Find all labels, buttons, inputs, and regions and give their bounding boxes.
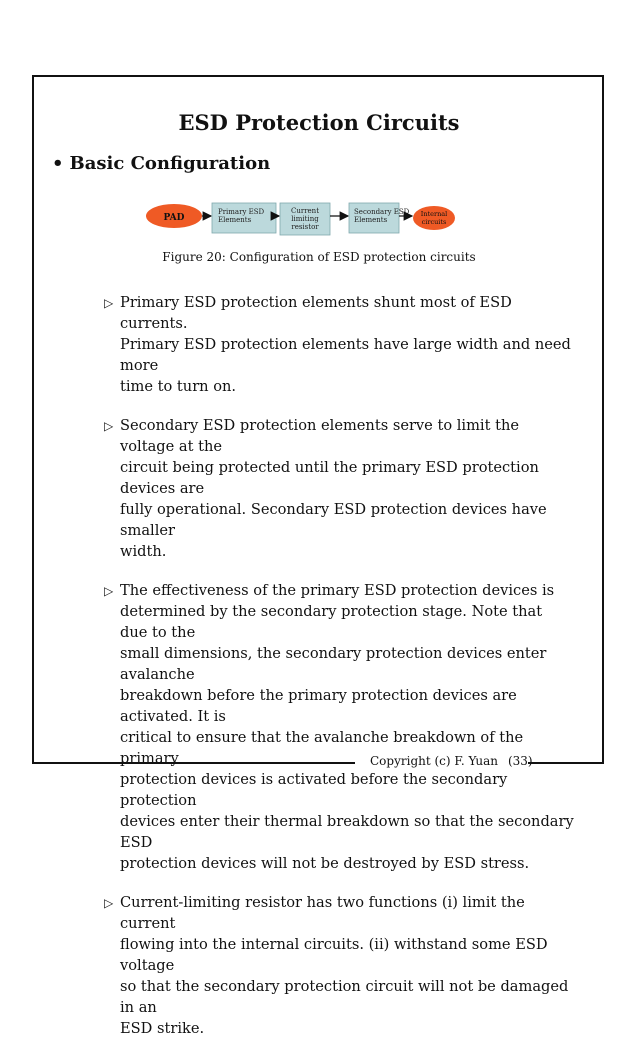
page-frame: [32, 75, 604, 763]
page-title: ESD Protection Circuits: [178, 110, 460, 135]
figure-caption: Figure 20: Configuration of ESD protecti…: [162, 250, 476, 264]
item-line: so that the secondary protection circuit…: [120, 978, 569, 1016]
triangle-bullet-icon: ▷: [104, 419, 114, 433]
list-item: ▷ Primary ESD protection elements shunt …: [104, 292, 574, 397]
svg-text:Elements: Elements: [218, 216, 252, 224]
esd-configuration-diagram: PAD Primary ESD Elements Current limitin…: [0, 200, 638, 240]
internal-circuits-node: [413, 206, 455, 230]
resistor-label-line-1: Current: [291, 207, 319, 215]
item-line: Primary ESD protection elements have lar…: [120, 336, 571, 374]
internal-label-line-1: Internal: [421, 210, 447, 218]
primary-label-line-1: Primary ESD: [218, 208, 265, 216]
footer: Copyright (c) F. Yuan (33): [370, 754, 533, 768]
item-line: protection devices is activated before t…: [120, 771, 508, 809]
pad-node: [146, 204, 202, 228]
item-line: width.: [120, 543, 167, 560]
copyright-text: Copyright (c) F. Yuan: [370, 754, 498, 768]
list-item: ▷ Secondary ESD protection elements serv…: [104, 415, 574, 562]
item-line: breakdown before the primary protection …: [120, 687, 517, 725]
footer-rule-right: [528, 762, 604, 764]
section-bullet: •: [52, 153, 64, 174]
item-line: Primary ESD protection elements shunt mo…: [120, 294, 512, 332]
item-line: determined by the secondary protection s…: [120, 603, 543, 641]
triangle-bullet-icon: ▷: [104, 896, 114, 910]
list-item: ▷ The effectiveness of the primary ESD p…: [104, 580, 574, 874]
secondary-label-line-2: Elements: [354, 216, 388, 224]
footer-rule-left: [32, 762, 355, 764]
item-line: fully operational. Secondary ESD protect…: [120, 501, 547, 539]
resistor-label-line-2: limiting: [291, 215, 319, 223]
secondary-esd-node: [348, 202, 400, 234]
pad-label: PAD: [164, 213, 185, 223]
item-line: The effectiveness of the primary ESD pro…: [120, 582, 555, 599]
item-line: protection devices will not be destroyed…: [120, 855, 530, 872]
svg-text:Primary ESD: Primary ESD: [218, 208, 265, 216]
page-number: (33): [507, 754, 533, 768]
item-line: time to turn on.: [120, 378, 237, 395]
item-line: small dimensions, the secondary protecti…: [120, 645, 547, 683]
diagram-svg: PAD Primary ESD Elements Current limitin…: [146, 202, 455, 236]
primary-label-line-2: Elements: [218, 216, 252, 224]
primary-esd-node: [211, 202, 277, 234]
item-line: circuit being protected until the primar…: [120, 459, 539, 497]
list-item: ▷ Current-limiting resistor has two func…: [104, 892, 574, 1039]
item-line: Secondary ESD protection elements serve …: [120, 417, 519, 455]
internal-label-line-2: circuits: [422, 218, 447, 226]
item-line: ESD strike.: [120, 1020, 205, 1037]
section-heading-text: Basic Configuration: [69, 153, 271, 174]
secondary-label-line-1: Secondary ESD: [354, 208, 410, 216]
item-line: devices enter their thermal breakdown so…: [120, 813, 574, 851]
item-line: flowing into the internal circuits. (ii)…: [120, 936, 548, 974]
section-heading: •Basic Configuration: [52, 153, 270, 174]
current-limiting-resistor-node: [279, 202, 331, 236]
bullet-list: ▷ Primary ESD protection elements shunt …: [104, 292, 574, 1057]
triangle-bullet-icon: ▷: [104, 584, 114, 598]
resistor-label-line-3: resistor: [291, 223, 319, 231]
item-line: Current-limiting resistor has two functi…: [120, 894, 525, 932]
triangle-bullet-icon: ▷: [104, 296, 114, 310]
